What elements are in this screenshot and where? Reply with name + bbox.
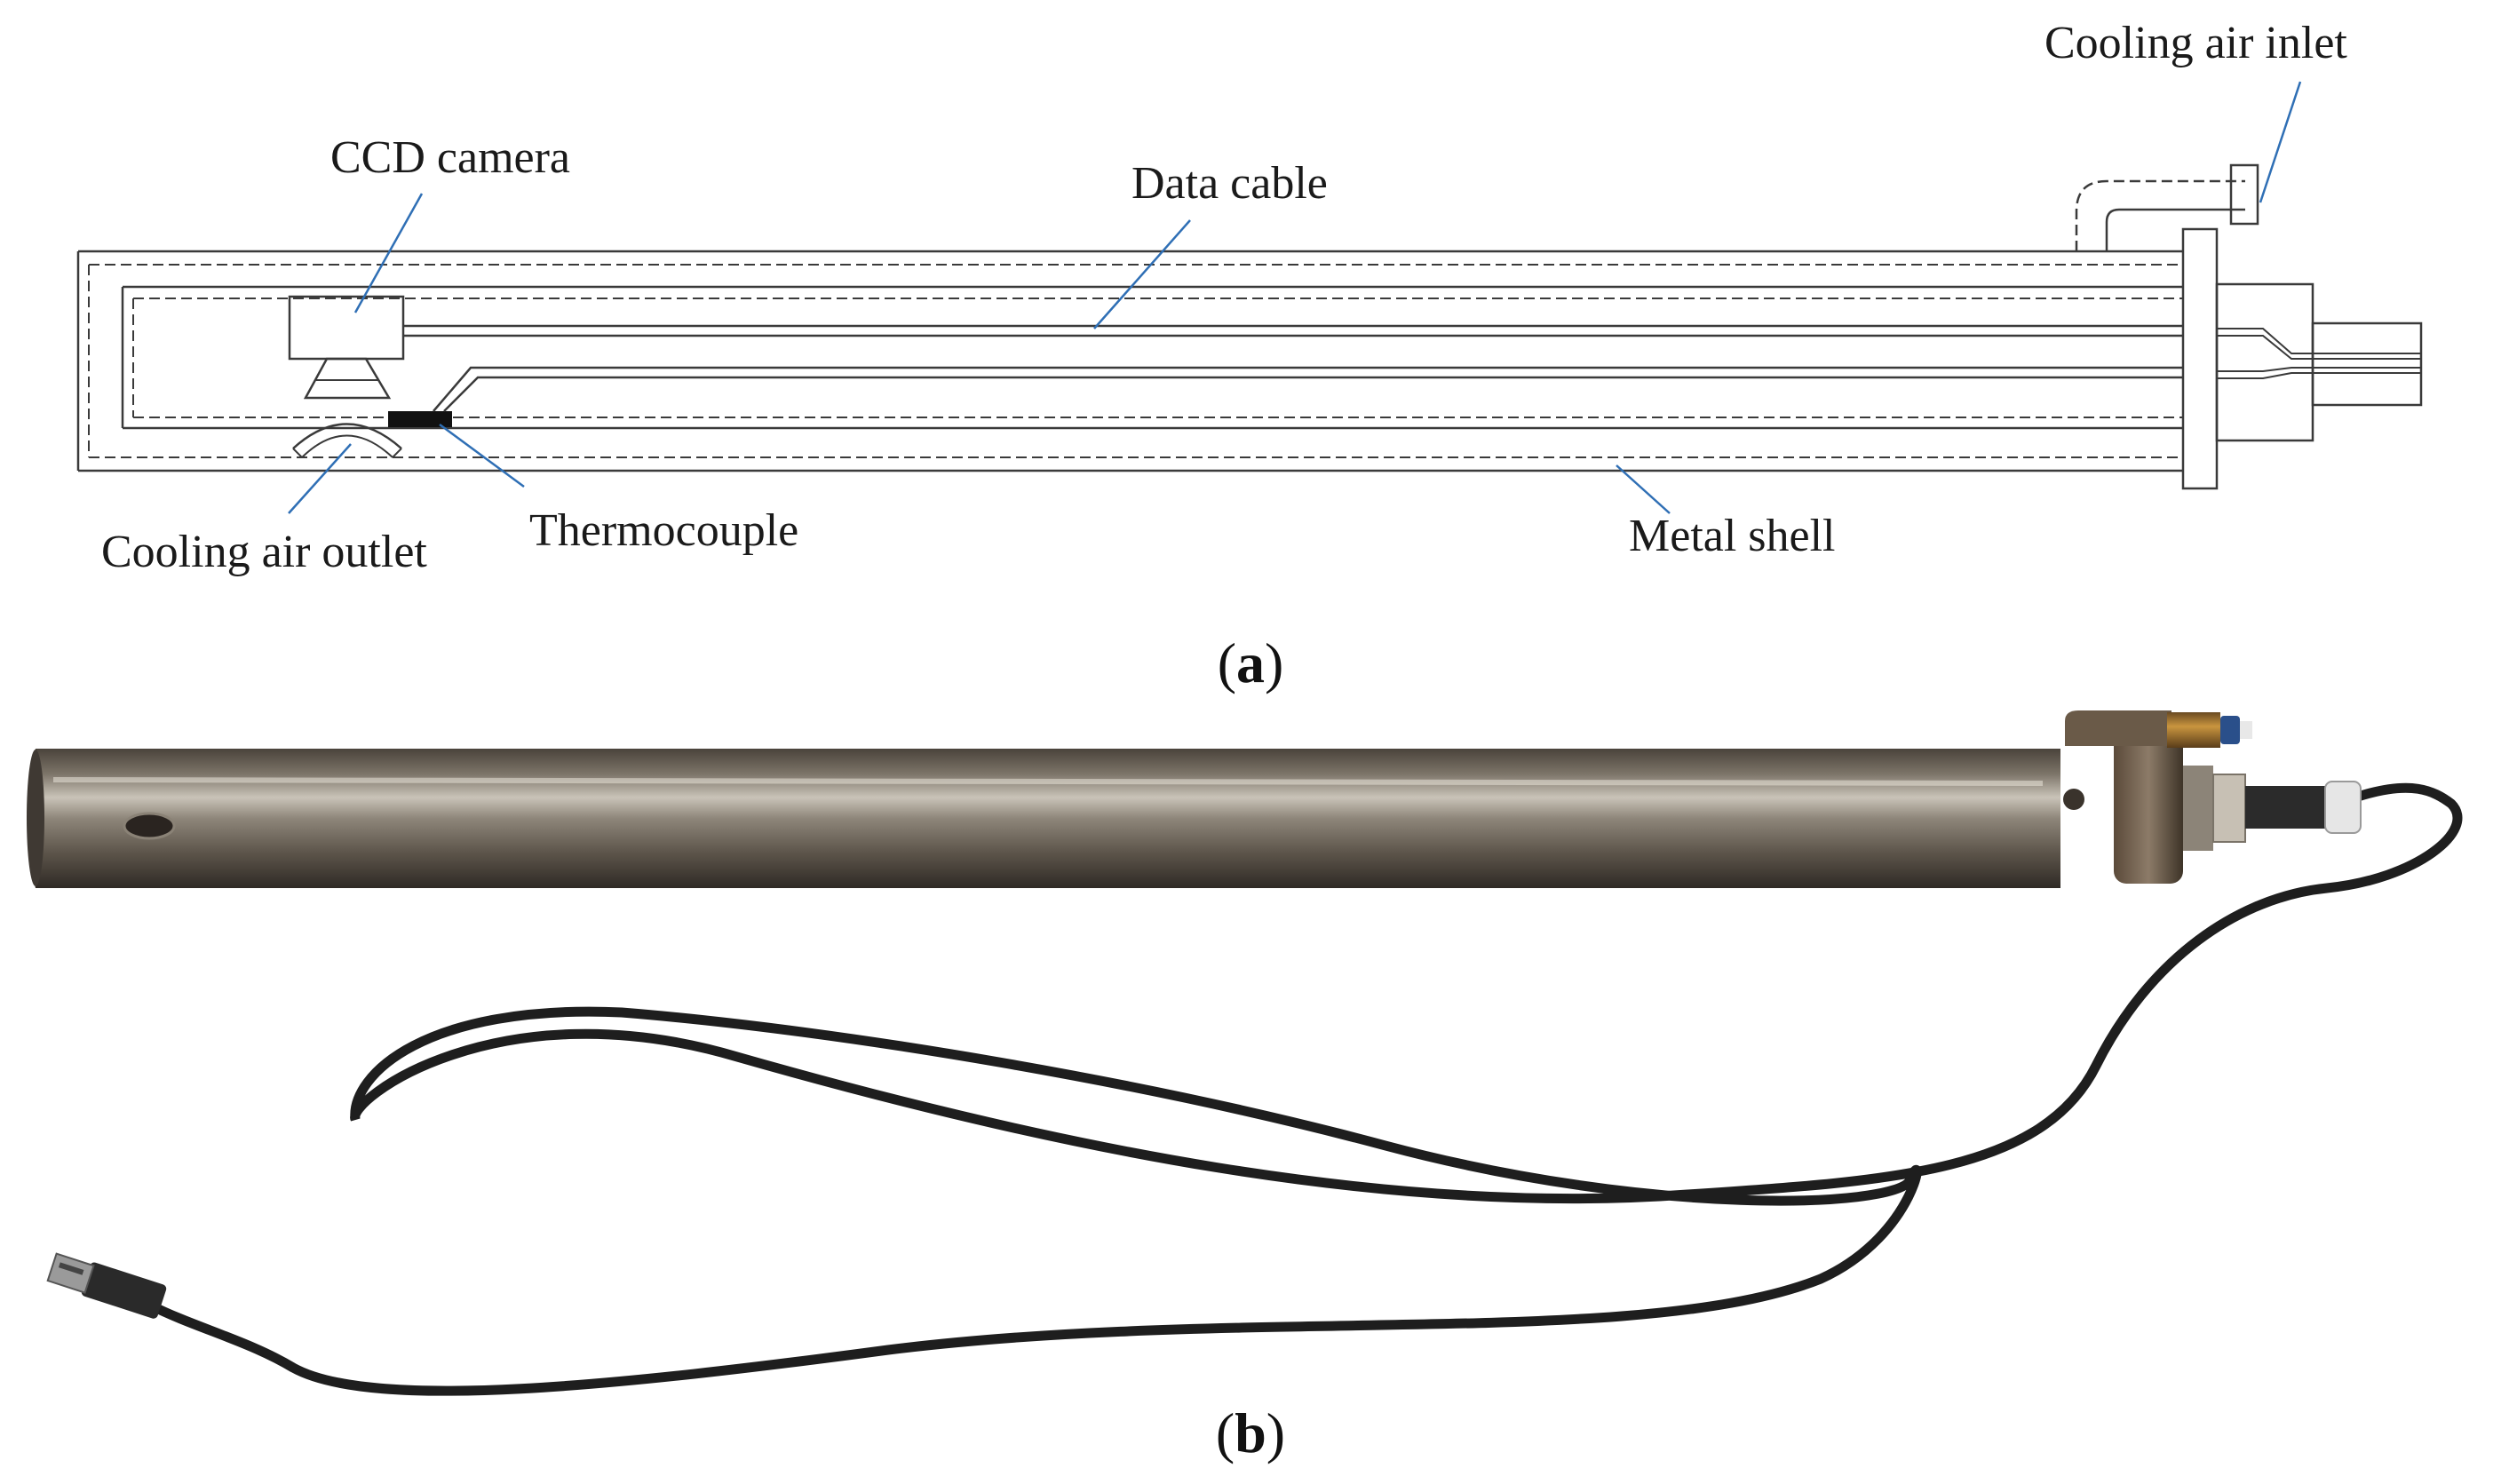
leader-metal-shell: [1616, 464, 1671, 514]
leader-cooling-air-outlet: [288, 443, 352, 514]
outlet-hole: [123, 812, 176, 840]
label-metal-shell: Metal shell: [1629, 511, 1836, 561]
inner-tube-outline: [121, 285, 2183, 430]
leader-ccd-camera: [353, 193, 424, 313]
screw-head-icon: [2063, 789, 2084, 810]
leader-thermocouple: [439, 423, 525, 488]
label-cooling-air-outlet: Cooling air outlet: [101, 527, 427, 577]
metal-shell-outline: [76, 250, 2183, 472]
label-data-cable: Data cable: [1131, 158, 1328, 209]
schematic-panel-a: Cooling air inlet CCD camera Data cable …: [76, 18, 2423, 694]
usb-cable: [146, 782, 2463, 1396]
cooling-air-outlet-window: [292, 423, 402, 458]
panel-label-a: (a): [1218, 631, 1284, 694]
label-thermocouple: Thermocouple: [529, 505, 798, 556]
leader-data-cable: [1093, 219, 1191, 329]
metal-tube: [27, 749, 2084, 888]
leader-lines: [288, 81, 2302, 514]
flange-connector-drawing: [2181, 227, 2423, 490]
photograph-panel-b: (b): [27, 710, 2463, 1464]
cable-gland: [2245, 781, 2362, 834]
flange-collar: [2114, 728, 2246, 884]
panel-label-b: (b): [1216, 1401, 1285, 1464]
leader-cooling-air-inlet: [2259, 81, 2302, 203]
thermocouple-drawing: [388, 411, 452, 427]
air-inlet-fitting: [2065, 710, 2252, 748]
label-ccd-camera: CCD camera: [330, 132, 570, 183]
cooling-air-inlet-pipe: [2075, 163, 2259, 251]
data-cable-drawing: [403, 324, 2183, 412]
label-cooling-air-inlet: Cooling air inlet: [2044, 18, 2347, 68]
usb-plug: [46, 1252, 167, 1319]
ccd-camera-drawing: [288, 295, 405, 400]
